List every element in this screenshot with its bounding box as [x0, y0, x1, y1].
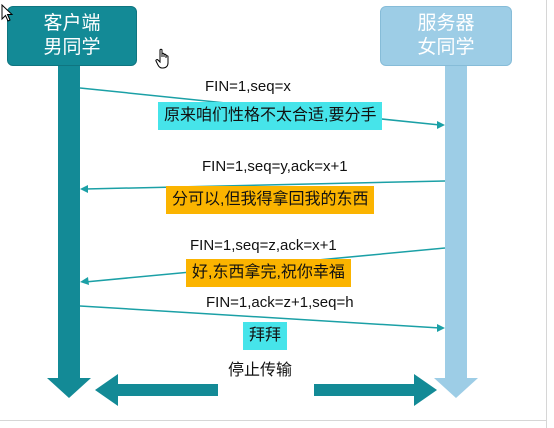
- message-note-4: 拜拜: [243, 322, 288, 350]
- stop-arrow-right: [314, 374, 437, 406]
- pointer-cursor-icon: [1, 4, 14, 22]
- server-lifeline: [434, 60, 478, 398]
- frame-bottom-edge: [0, 420, 547, 421]
- message-label-4: FIN=1,ack=z+1,seq=h: [206, 294, 354, 311]
- frame-right-edge: [546, 0, 547, 428]
- message-label-2: FIN=1,seq=y,ack=x+1: [202, 158, 348, 175]
- server-label-line2: 女同学: [417, 37, 475, 58]
- server-box: 服务器 女同学: [380, 6, 512, 66]
- message-note-3: 好,东西拿完,祝你幸福: [186, 259, 351, 287]
- message-arrow-2: [80, 180, 446, 193]
- message-note-1: 原来咱们性格不太合适,要分手: [158, 102, 383, 130]
- stop-transmission-label: 停止传输: [228, 362, 293, 379]
- message-label-1: FIN=1,seq=x: [205, 78, 291, 95]
- client-box: 客户端 男同学: [7, 6, 137, 66]
- server-label-line1: 服务器: [417, 13, 475, 34]
- client-label-line1: 客户端: [43, 13, 101, 34]
- message-arrow-4: [79, 305, 445, 332]
- stop-arrow-left: [95, 374, 218, 406]
- message-note-2: 分可以,但我得拿回我的东西: [166, 186, 375, 214]
- message-label-3: FIN=1,seq=z,ack=x+1: [190, 237, 337, 254]
- client-lifeline: [47, 60, 91, 398]
- hand-cursor-icon: [155, 48, 169, 69]
- client-label-line2: 男同学: [43, 37, 101, 58]
